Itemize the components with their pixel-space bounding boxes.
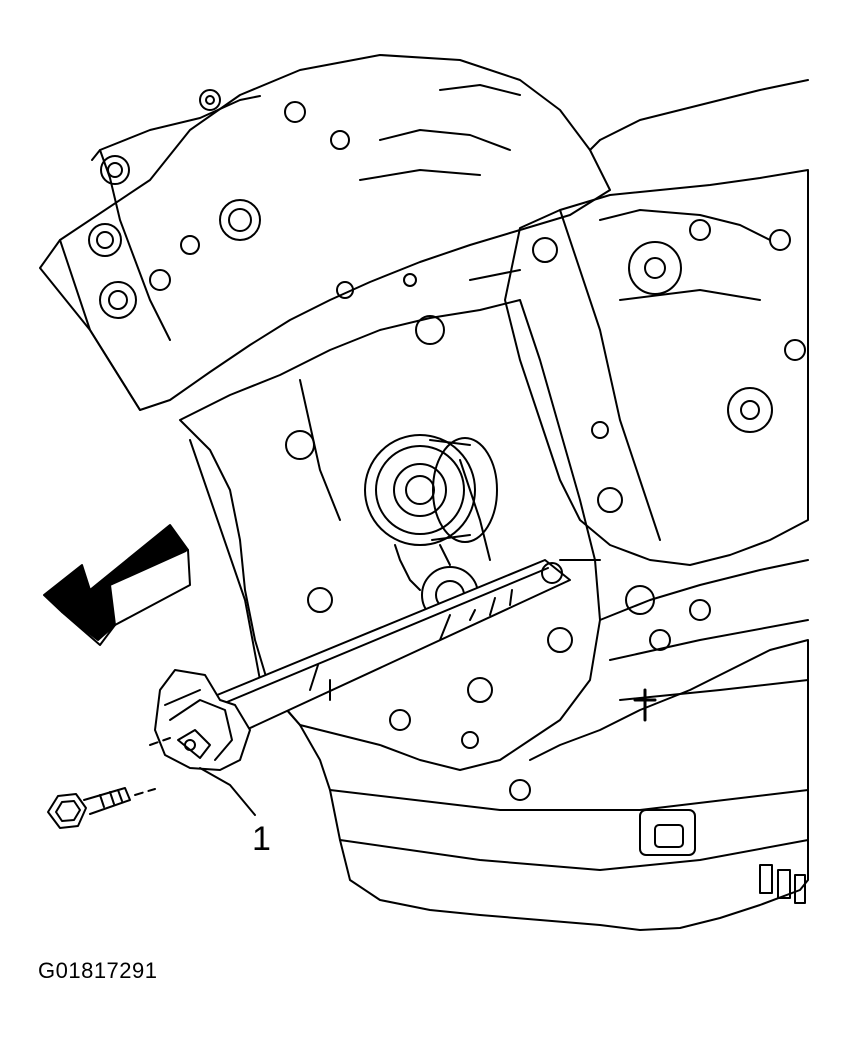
arrow-left-icon [43, 524, 191, 646]
chain-guide-arm [204, 559, 571, 736]
callout-number: 1 [252, 820, 271, 858]
camshaft-sprocket [364, 434, 498, 591]
engine-block [39, 54, 809, 931]
sensor-bracket-icon [154, 669, 251, 771]
figure-id: G01817291 [38, 958, 158, 983]
callout-leader: 1 [199, 767, 271, 858]
bolt-icon [47, 737, 171, 829]
